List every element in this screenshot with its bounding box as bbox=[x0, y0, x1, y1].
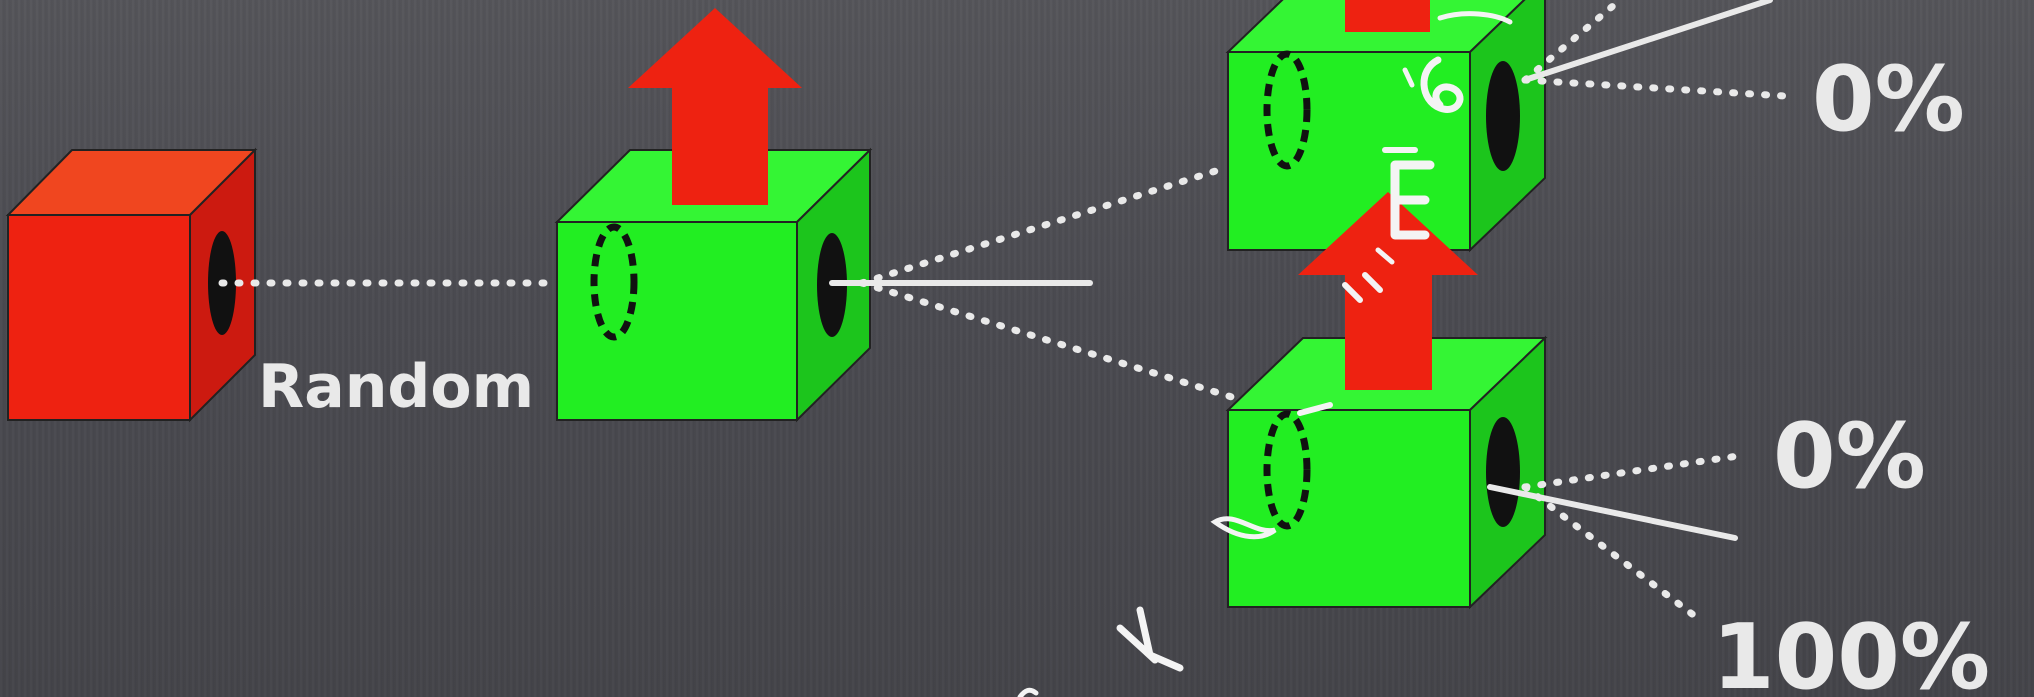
lower-output-percent-top: 0% bbox=[1773, 404, 1926, 509]
upper-output-percent: 0% bbox=[1812, 47, 1965, 152]
beam-dotted bbox=[1525, 455, 1745, 487]
beam-dotted bbox=[1525, 487, 1700, 620]
up-arrow-icon bbox=[1345, 0, 1430, 32]
hole-icon bbox=[1486, 61, 1520, 171]
lower-output-percent-bottom: 100% bbox=[1712, 605, 1990, 697]
beam-dotted-up bbox=[862, 168, 1225, 283]
hole-icon bbox=[1486, 417, 1520, 527]
beam-dotted bbox=[1525, 80, 1785, 96]
beam-solid bbox=[1525, 0, 1770, 80]
random-source-box bbox=[8, 150, 255, 420]
random-label: Random bbox=[258, 352, 534, 422]
beam-dotted-down bbox=[862, 283, 1235, 398]
